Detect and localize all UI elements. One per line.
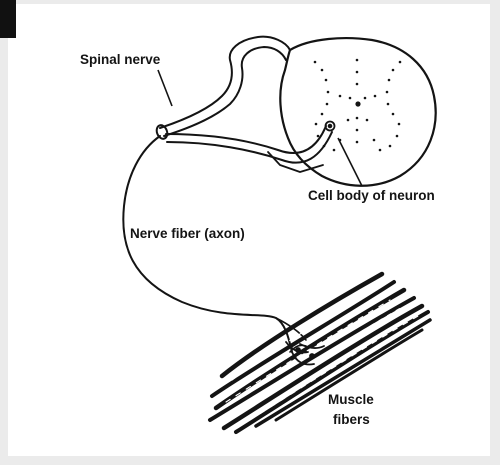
label-spinal-nerve: Spinal nerve [80, 52, 161, 67]
label-cell-body: Cell body of neuron [308, 188, 435, 203]
label-nerve-fiber: Nerve fiber (axon) [130, 226, 245, 241]
label-muscle-line2: fibers [333, 412, 370, 427]
corner-block [0, 0, 16, 38]
label-muscle-line1: Muscle [328, 392, 374, 407]
